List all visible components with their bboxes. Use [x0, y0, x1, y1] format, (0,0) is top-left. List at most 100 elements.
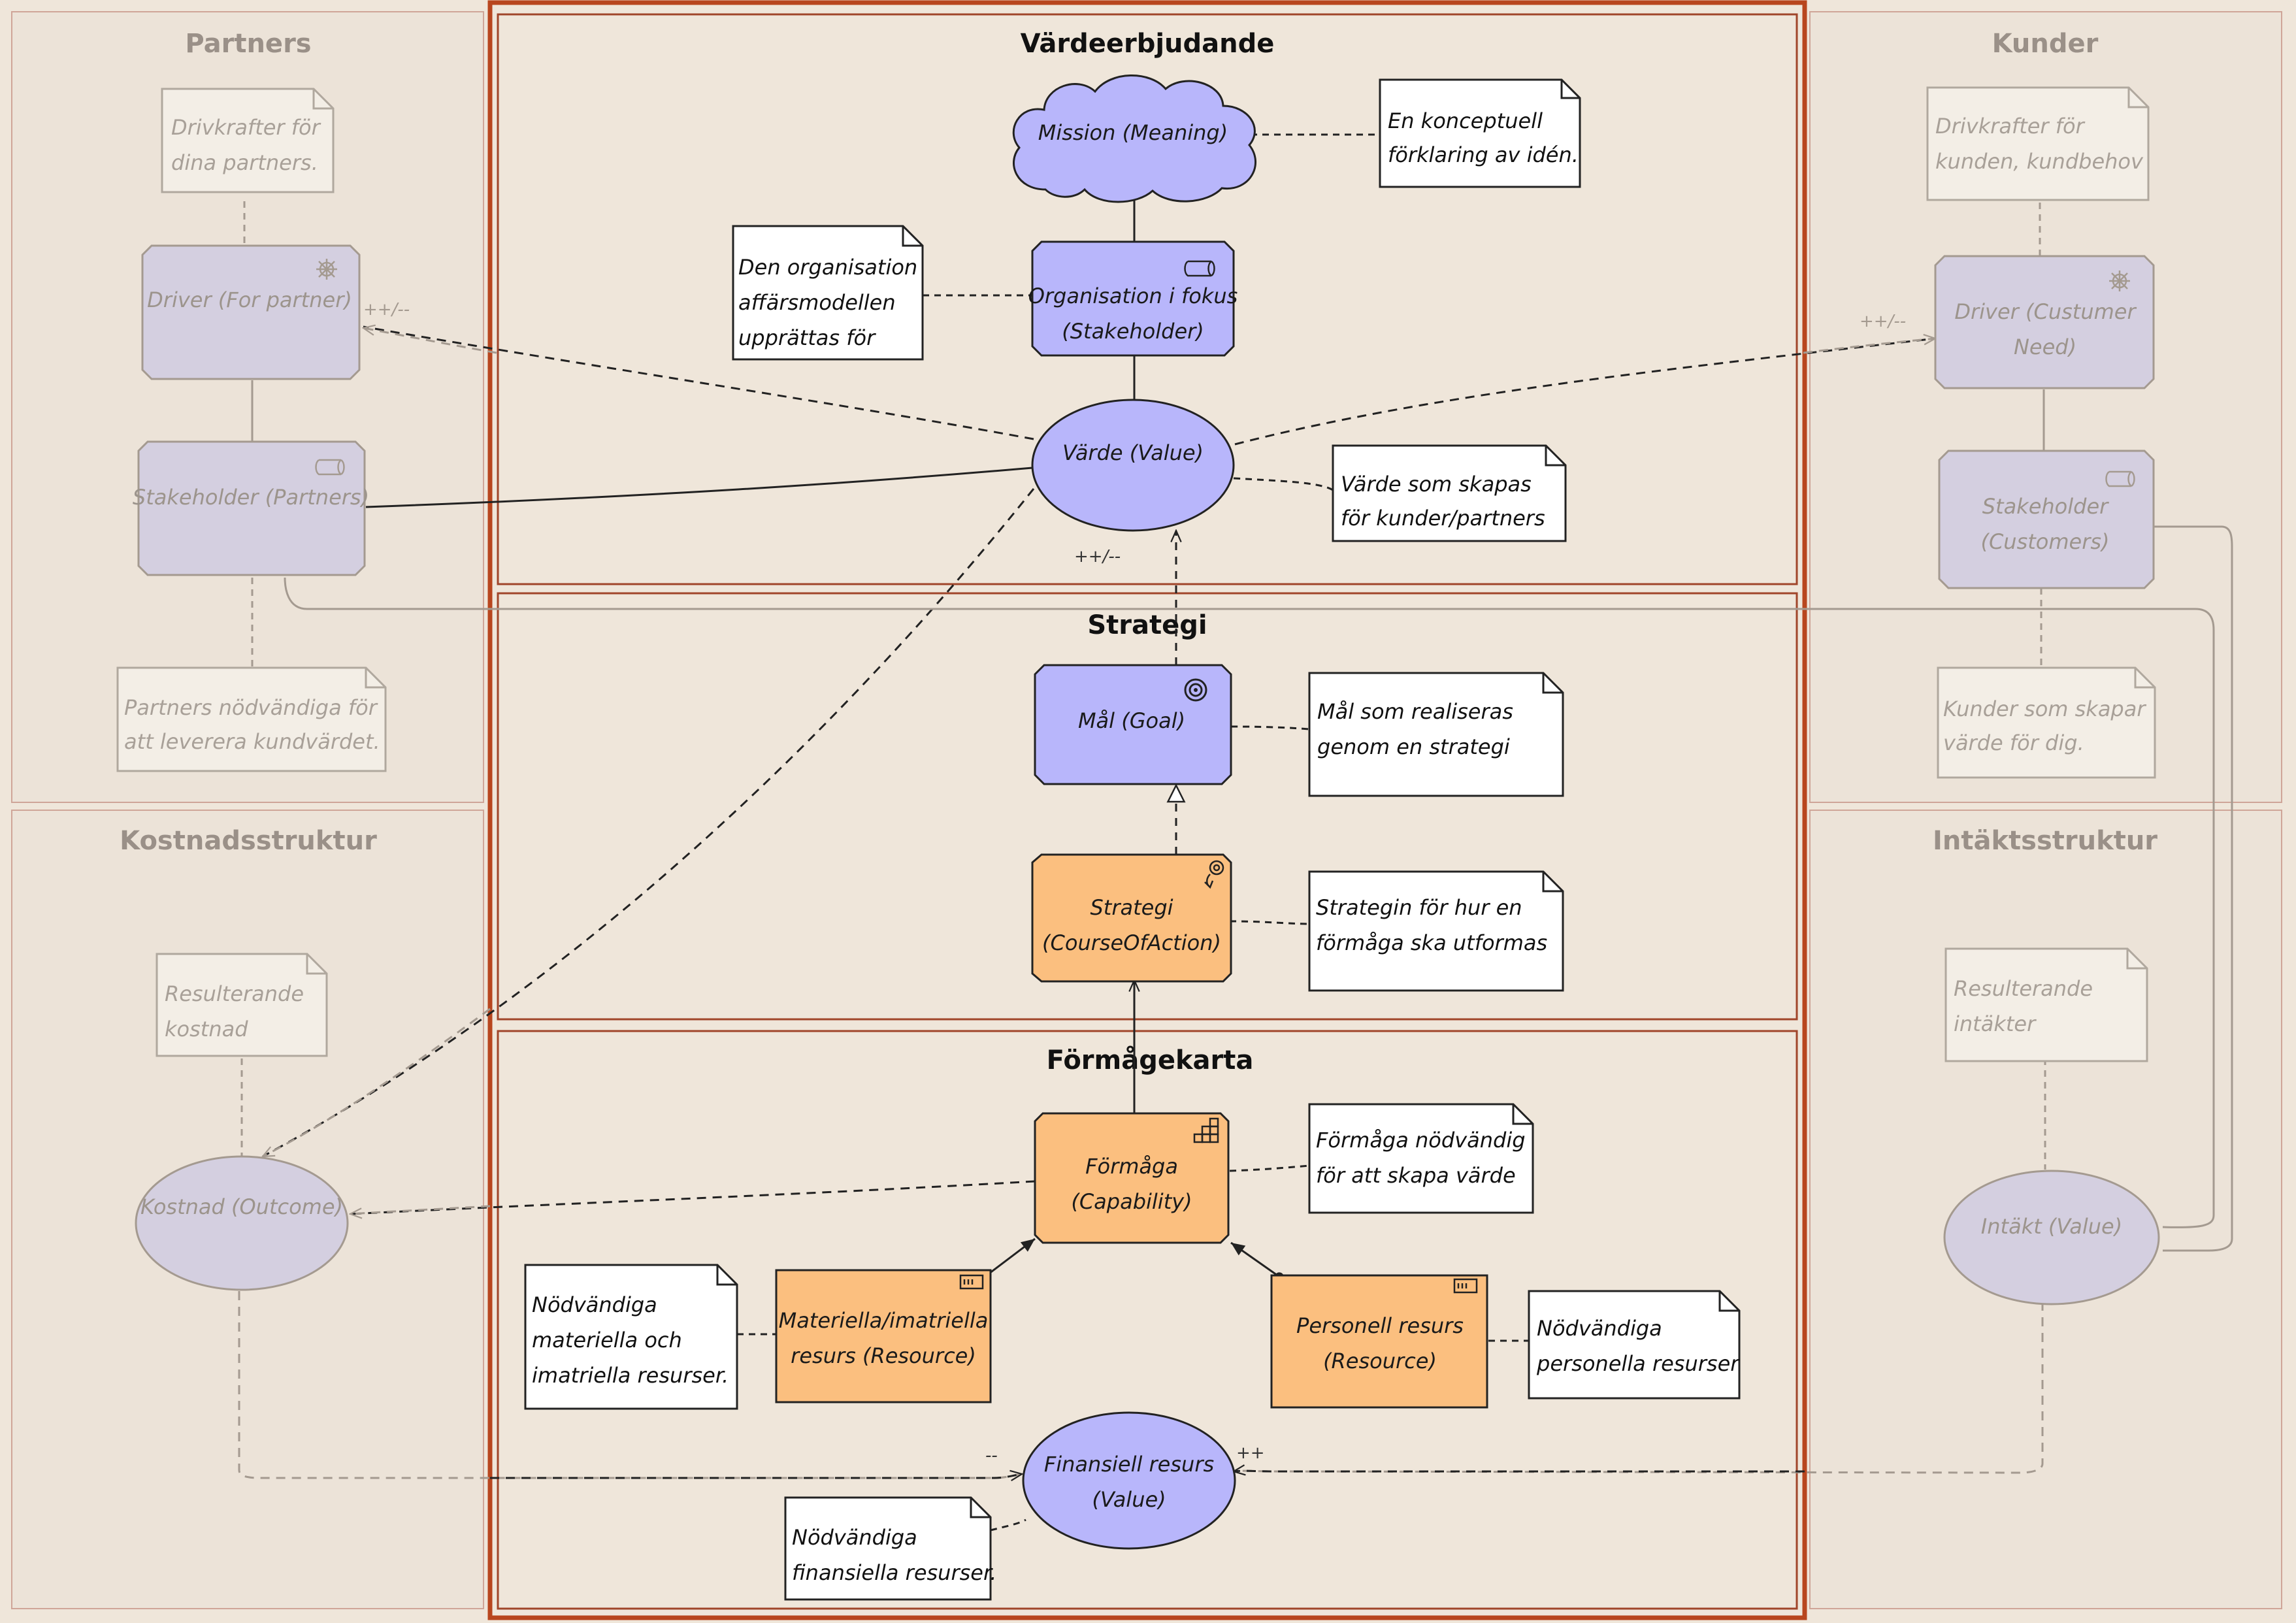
financial-note: Nödvändiga finansiella resurser. [784, 1496, 996, 1601]
strategy-note-connector [1229, 920, 1310, 925]
customer-driver-note: Drivkrafter för kunden, kundbehov [1926, 86, 2150, 201]
material-note: Nödvändiga materiella och imatriella res… [524, 1264, 738, 1410]
value-customer-driver-influence-tail [1803, 338, 1935, 354]
value-note-connector [1233, 477, 1334, 491]
customer-driver-note-line-2: kunden, kundbehov [1935, 149, 2144, 174]
organisation-stakeholder[interactable]: Organisation i fokus (Stakeholder) [1028, 240, 1238, 357]
capability-element[interactable]: Förmåga (Capability) [1034, 1112, 1230, 1244]
goal-note-line-1: Mål som realiseras [1317, 699, 1513, 724]
organisation-label-2: (Stakeholder) [1062, 319, 1204, 344]
strategy-section: Strategi [497, 592, 1798, 1021]
personnel-label-2: (Resource) [1323, 1349, 1437, 1373]
course-of-action-icon [1204, 860, 1224, 889]
organisation-note-line-3: upprättas för [738, 325, 876, 350]
customer-driver-label-1: Driver (Custumer [1954, 299, 2137, 324]
partner-stakeholder-note: Partners nödvändiga för att leverera kun… [116, 666, 387, 772]
revenue-value[interactable]: Intäkt (Value) [1943, 1170, 2160, 1305]
partner-influence-label: ++/-- [363, 300, 410, 320]
goal-note: Mål som realiseras genom en strategi [1308, 672, 1564, 797]
partner-stakeholder-note-line-2: att leverera kundvärdet. [124, 729, 380, 754]
customer-driver-note-line-1: Drivkrafter för [1935, 114, 2086, 139]
material-note-line-1: Nödvändiga [532, 1292, 657, 1317]
svg-text:Organisation i fokus: Organisation i fokus [1028, 284, 1238, 308]
financial-plus-label: ++ [1236, 1443, 1265, 1463]
cost-label: Kostnad (Outcome) [140, 1194, 343, 1219]
material-resource[interactable]: Materiella/imatriella resurs (Resource) [775, 1269, 992, 1403]
financial-note-line-1: Nödvändiga [792, 1525, 917, 1550]
capability-map-title: Förmågekarta [1047, 1045, 1254, 1075]
goal-element[interactable]: Mål (Goal) [1034, 664, 1232, 785]
value-partner-driver-influence-tail [363, 328, 497, 354]
value-cost-influence [262, 488, 1035, 1158]
customer-driver-label-2: Need) [2014, 335, 2076, 359]
personnel-label-1: Personell resurs [1296, 1313, 1464, 1338]
strategy-note-line-2: förmåga ska utformas [1316, 930, 1547, 955]
stakeholder-icon [315, 459, 345, 476]
strategy-course-of-action[interactable]: Strategi (CourseOfAction) [1031, 853, 1232, 983]
value-note: Värde som skapas för kunder/partners [1332, 444, 1567, 542]
partner-driver-note-line-2: dina partners. [171, 150, 318, 175]
value-partner-driver-influence [363, 325, 1034, 440]
revenue-note-line-2: intäkter [1954, 1011, 2037, 1036]
customer-influence-label: ++/-- [1860, 312, 1906, 331]
customer-stakeholder-note-line-1: Kunder som skapar [1943, 697, 2146, 721]
partner-driver-label: Driver (For partner) [147, 287, 352, 312]
value-label: Värde (Value) [1062, 440, 1204, 465]
revenue-note: Resulterande intäkter [1944, 947, 2148, 1062]
personnel-note-line-2: personella resurser [1536, 1351, 1740, 1376]
material-note-line-2: materiella och [532, 1328, 682, 1352]
capability-label-2: (Capability) [1071, 1189, 1192, 1214]
material-label-1: Materiella/imatriella [779, 1308, 989, 1333]
resource-icon [1453, 1278, 1478, 1294]
value-cost-influence-tail [263, 1008, 491, 1158]
personnel-capability-assignment [1230, 1241, 1284, 1281]
value-note-line-2: för kunder/partners [1341, 506, 1545, 531]
capability-label-1: Förmåga [1085, 1154, 1178, 1179]
organisation-note: Den organisation affärsmodellen upprätta… [732, 225, 924, 361]
financial-note-line-2: finansiella resurser. [792, 1560, 996, 1585]
financial-label-1: Finansiell resurs [1044, 1452, 1214, 1477]
partner-driver-note: Drivkrafter för dina partners. [161, 88, 335, 193]
partner-stakeholder-label: Stakeholder (Partners) [133, 485, 369, 510]
connectors [238, 133, 2233, 1532]
customer-stakeholder-note-line-2: värde för dig. [1943, 730, 2084, 755]
customer-driver[interactable]: Driver (Custumer Need) [1934, 255, 2155, 389]
strategy-label-2: (CourseOfAction) [1042, 930, 1221, 955]
cost-note-line-2: kostnad [165, 1017, 248, 1041]
mission-meaning[interactable]: Mission (Meaning) [1012, 74, 1256, 203]
stakeholder-icon [1184, 260, 1215, 277]
goal-label: Mål (Goal) [1078, 708, 1185, 733]
material-label-2: resurs (Resource) [791, 1343, 976, 1368]
personnel-note-line-1: Nödvändiga [1537, 1316, 1662, 1341]
value-proposition-title: Värdeerbjudande [1021, 29, 1275, 59]
organisation-label-1: Organisation i fokus [1028, 284, 1238, 308]
partner-revenue-line [284, 577, 2215, 1228]
partner-driver[interactable]: Driver (For partner) [141, 244, 361, 380]
revenue-structure-title: Intäktsstruktur [1933, 826, 2157, 856]
personnel-note: Nödvändiga personella resurser [1528, 1290, 1741, 1400]
resource-icon [959, 1274, 984, 1290]
personnel-resource[interactable]: Personell resurs (Resource) [1270, 1274, 1488, 1409]
capability-note-line-2: för att skapa värde [1316, 1163, 1516, 1188]
capability-map-section: Förmågekarta [497, 1030, 1798, 1610]
value-partner-stakeholder-line [365, 467, 1033, 508]
financial-resource[interactable]: Finansiell resurs (Value) [1022, 1411, 1236, 1550]
customers-title: Kunder [1992, 29, 2099, 59]
financial-note-connector [990, 1518, 1026, 1532]
driver-icon [2109, 270, 2130, 291]
revenue-note-line-1: Resulterande [1954, 976, 2093, 1001]
goal-note-line-2: genom en strategi [1317, 734, 1510, 759]
cost-outcome[interactable]: Kostnad (Outcome) [135, 1155, 349, 1291]
value-element[interactable]: Värde (Value) [1031, 399, 1235, 532]
mission-note: En konceptuell förklaring av idén. [1379, 78, 1581, 188]
organisation-note-line-2: affärsmodellen [738, 290, 896, 315]
organisation-note-line-1: Den organisation [738, 255, 917, 280]
partner-driver-note-line-1: Drivkrafter för [171, 115, 321, 140]
customer-stakeholder[interactable]: Stakeholder (Customers) [1938, 450, 2155, 589]
mission-note-line-1: En konceptuell [1388, 108, 1543, 133]
partners-title: Partners [185, 29, 311, 59]
customer-stakeholder-note: Kunder som skapar värde för dig. [1937, 666, 2156, 779]
partner-stakeholder[interactable]: Stakeholder (Partners) [133, 440, 369, 576]
goal-value-influence-label: ++/-- [1074, 547, 1121, 566]
customer-stakeholder-label-2: (Customers) [1980, 529, 2109, 554]
